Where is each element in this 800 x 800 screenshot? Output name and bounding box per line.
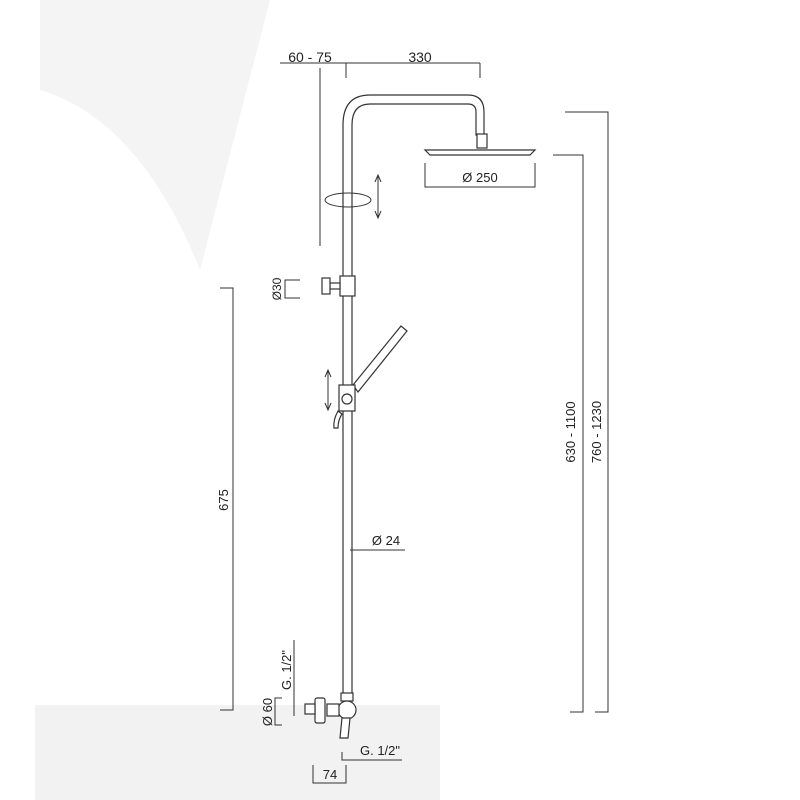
pipe-diameter-label: Ø 24 [372,533,400,548]
slide-adjust-arrow-icon [324,368,332,412]
watermark-shape [40,0,270,270]
inlet-thread-label: G. 1/2" [279,650,294,690]
height-adjust-arrow-icon [374,173,382,220]
watermark-band [35,705,440,800]
height-range-2-label: 760 - 1230 [589,401,604,463]
rotation-arrow-icon [324,192,372,208]
shower-head [423,149,537,156]
height-range-1-label: 630 - 1100 [563,401,578,462]
mixer-outlet [339,717,351,739]
arm-length-label: 330 [408,49,432,65]
wall-offset-label: 60 - 75 [288,49,332,65]
shower-column [304,94,537,739]
head-connector [476,133,488,149]
diverter-knob [321,277,331,295]
mixer-rosette [314,697,326,724]
rosette-diameter-label: Ø 60 [260,698,275,726]
head-diameter-label: Ø 250 [462,170,497,185]
hand-shower [352,325,408,393]
mixer-union [340,692,354,702]
knob-diameter-label: Ø30 [270,277,284,300]
mixer-body [337,700,357,720]
diverter-body [339,275,356,297]
column-height-label: 675 [216,489,231,511]
outlet-thread-label: G. 1/2" [360,743,400,758]
mixer-depth-label: 74 [323,767,337,782]
dimension-lines [220,62,609,784]
